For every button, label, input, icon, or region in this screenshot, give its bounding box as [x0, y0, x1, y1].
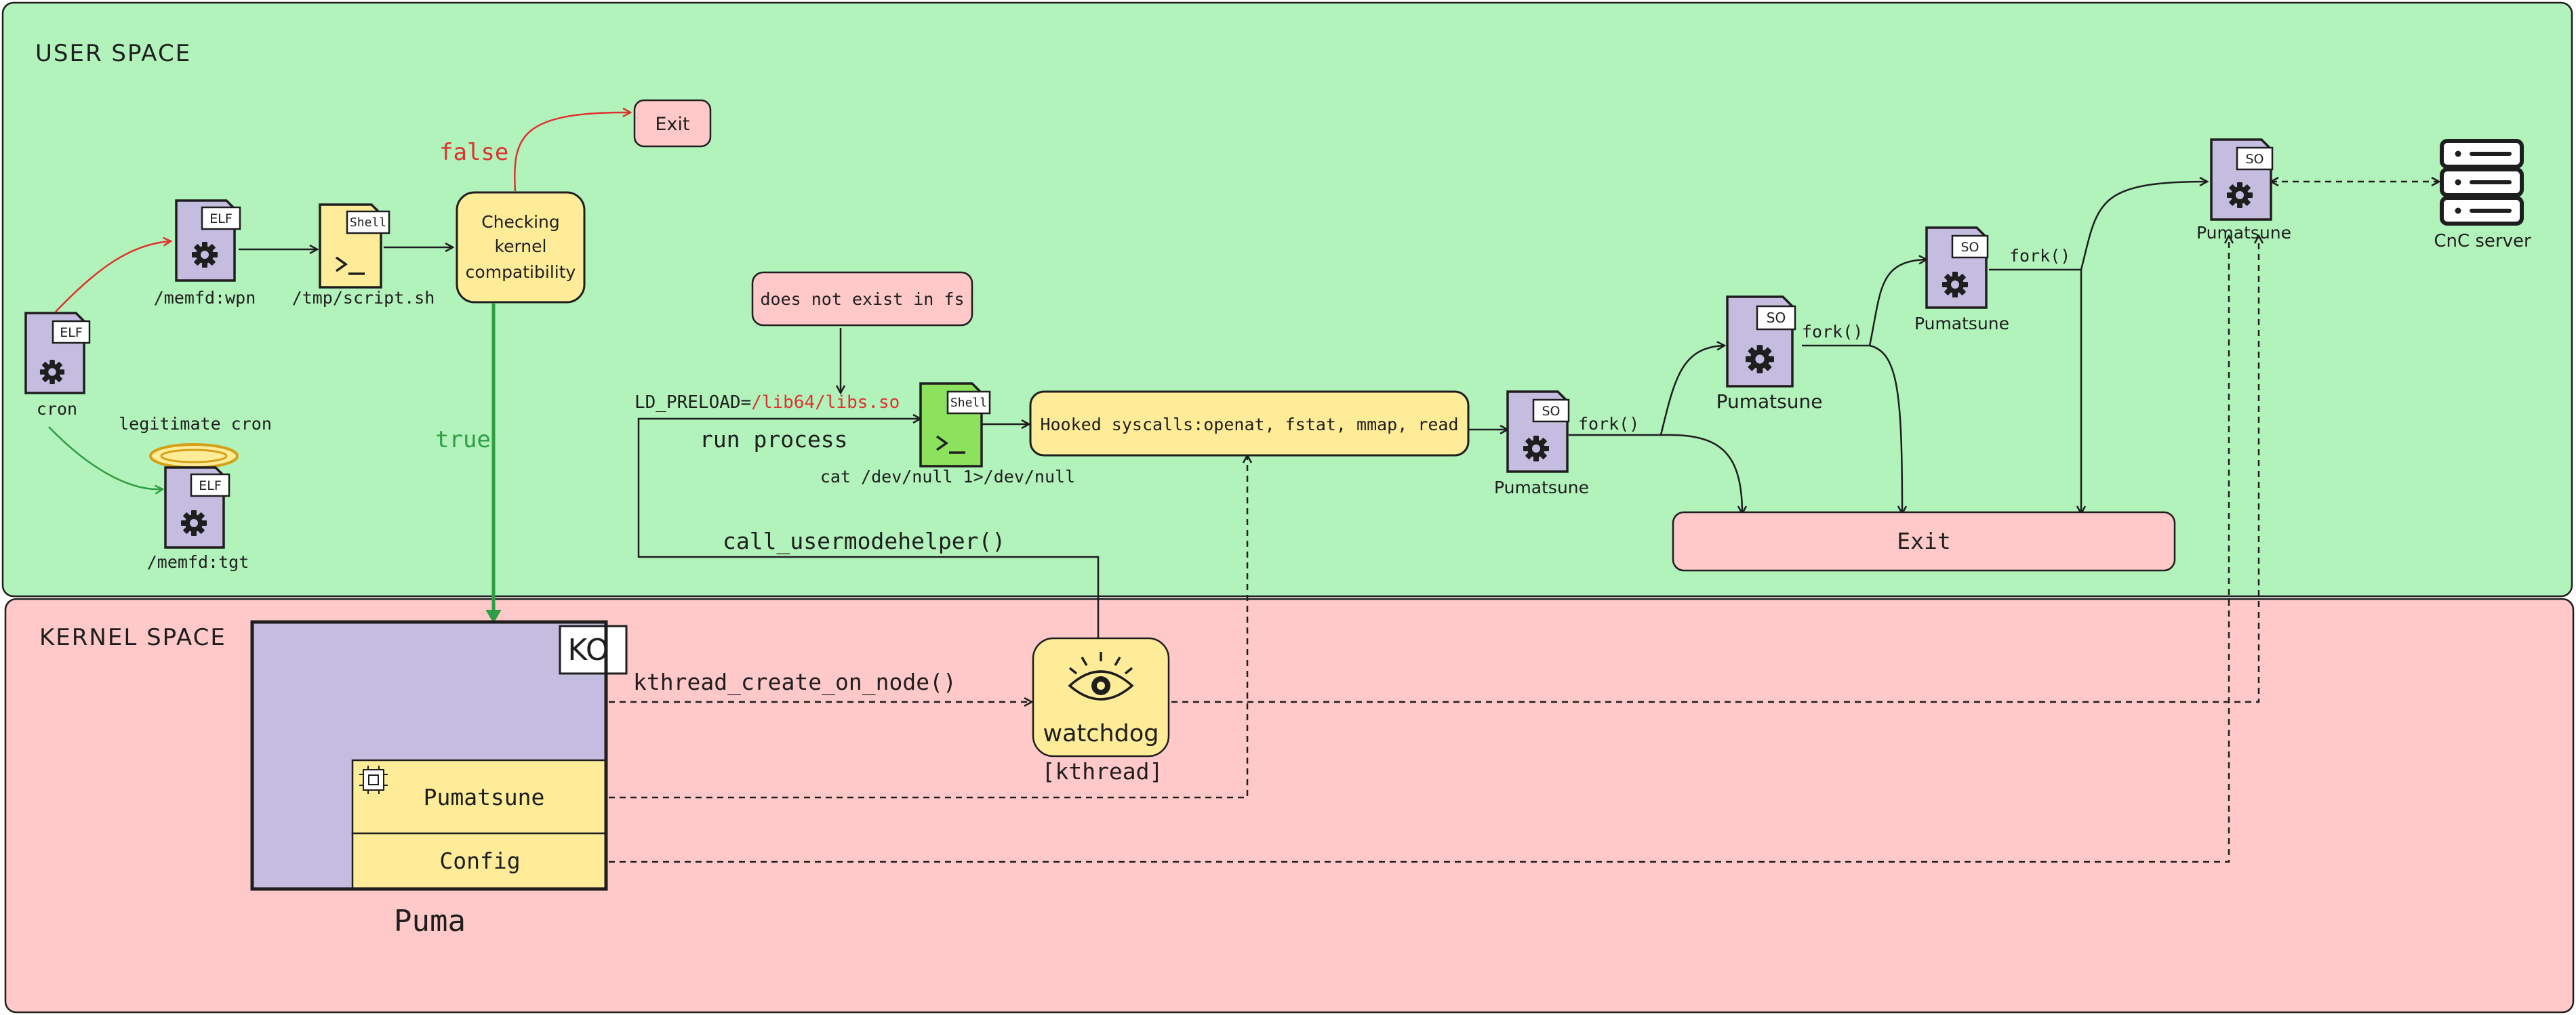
arrow-p2-to-p3: [1802, 260, 1927, 347]
so-tag: [1532, 398, 1570, 423]
script-node: Shell /tmp/script.sh: [292, 203, 435, 308]
puma-config-section: Config: [351, 832, 607, 890]
cat-shell-node: Shell cat /dev/null 1>/dev/null: [820, 382, 1075, 486]
svg-text:Checking: Checking: [481, 212, 560, 232]
eye-icon: [1068, 652, 1134, 701]
ko-badge: [559, 625, 628, 675]
gear-icon: [2227, 182, 2253, 208]
halo-icon: [149, 443, 239, 469]
svg-text:Shell: Shell: [350, 215, 386, 230]
memfd-tgt-node: ELF /memfd:tgt: [147, 466, 249, 572]
not-exist-note: does not exist in fs: [751, 271, 973, 327]
run-process-label: run process: [700, 426, 848, 453]
svg-text:Exit: Exit: [655, 114, 689, 135]
gear-icon: [192, 242, 218, 268]
svg-text:SO: SO: [2245, 152, 2263, 167]
terminal-icon: [935, 435, 965, 454]
ld-preload-label: LD_PRELOAD=/lib64/libs.so: [635, 392, 900, 413]
svg-text:compatibility: compatibility: [466, 262, 576, 282]
gear-icon: [181, 510, 207, 536]
cat-shell-label: cat /dev/null 1>/dev/null: [820, 467, 1075, 486]
shell-tag: [946, 390, 991, 415]
arrow-config-to-p4: [609, 236, 2229, 863]
false-label: false: [439, 139, 508, 166]
arrow-watchdog-to-p4: [1171, 236, 2259, 703]
pumatsune-node-1: SO Pumatsune: [1494, 390, 1589, 497]
arrow-p2-to-exit: [1869, 344, 1902, 514]
hooked-syscalls-node: Hooked syscalls:openat, fstat, mmap, rea…: [1029, 390, 1470, 457]
svg-text:Shell: Shell: [950, 396, 987, 410]
user-space-title: USER SPACE: [35, 40, 191, 67]
gear-icon: [1523, 436, 1549, 461]
svg-text:ELF: ELF: [60, 325, 83, 340]
memfd-wpn-node: ELF /memfd:wpn: [154, 199, 256, 308]
pumatsune-3-label: Pumatsune: [1914, 314, 2009, 333]
svg-text:SO: SO: [1767, 310, 1786, 326]
fork-label-1: fork(): [1578, 414, 1639, 434]
arrow-p1-to-p2: [1569, 346, 1725, 436]
exit-top-node: Exit: [633, 99, 712, 148]
svg-text:Hooked syscalls:openat, fstat,: Hooked syscalls:openat, fstat, mmap, rea…: [1040, 415, 1458, 434]
pumatsune-2-label: Pumatsune: [1716, 390, 1823, 413]
svg-text:does not exist in fs: does not exist in fs: [760, 289, 964, 309]
chip-icon: [359, 766, 388, 794]
cnc-server-node: CnC server: [2434, 139, 2531, 251]
so-tag: [2236, 146, 2274, 171]
kthread-create-label: kthread_create_on_node(): [633, 669, 957, 696]
arrow-watchdog-to-cat: [637, 419, 1100, 638]
exit-big-node: Exit: [1672, 511, 2176, 572]
svg-text:Exit: Exit: [1897, 528, 1950, 554]
cron-label: cron: [37, 399, 77, 419]
server-icon: [2440, 139, 2524, 226]
gear-icon: [1942, 272, 1968, 297]
memfd-wpn-label: /memfd:wpn: [154, 288, 256, 308]
cron-node: ELF cron: [24, 312, 91, 419]
svg-text:kernel: kernel: [495, 236, 547, 256]
svg-text:ELF: ELF: [209, 211, 233, 226]
elf-tag: [201, 206, 241, 230]
fork-label-3: fork(): [2009, 246, 2070, 266]
pumatsune-1-label: Pumatsune: [1494, 478, 1589, 497]
arrow-p1-to-exit: [1660, 434, 1742, 514]
cnc-server-label: CnC server: [2434, 231, 2531, 251]
arrow-cron-to-wpn: [55, 241, 171, 312]
true-label: true: [435, 426, 491, 453]
arrow-cron-to-tgt: [48, 426, 163, 489]
memfd-tgt-label: /memfd:tgt: [147, 552, 249, 572]
pumatsune-node-2: SO Pumatsune: [1716, 295, 1823, 413]
watchdog-label: watchdog: [1043, 720, 1159, 747]
pumatsune-node-3: SO Pumatsune: [1914, 226, 2009, 333]
svg-text:Config: Config: [439, 848, 520, 874]
fork-label-2: fork(): [1802, 322, 1863, 341]
watchdog-sub-label: [kthread]: [1042, 758, 1163, 785]
arrow-p3-to-p4: [1989, 182, 2207, 271]
svg-text:ELF: ELF: [199, 478, 222, 493]
user-space-region: USER SPACE: [1, 1, 2573, 598]
checking-kernel-node: Checking kernel compatibility: [456, 191, 586, 304]
terminal-icon: [335, 256, 365, 275]
puma-module: KO Pumatsune Config Puma: [250, 620, 628, 938]
puma-label: Puma: [394, 904, 466, 938]
pumatsune-4-label: Pumatsune: [2196, 223, 2291, 243]
elf-tag: [52, 320, 91, 344]
gear-icon: [1746, 345, 1774, 373]
watchdog-node: watchdog [kthread]: [1032, 637, 1170, 785]
so-tag: [1756, 305, 1796, 331]
svg-text:SO: SO: [1960, 240, 1979, 255]
call-usermodehelper-label: call_usermodehelper(): [723, 528, 1005, 555]
shell-tag: [346, 210, 390, 234]
legitimate-cron-label: legitimate cron: [119, 414, 272, 434]
kernel-space-title: KERNEL SPACE: [39, 624, 226, 651]
script-label: /tmp/script.sh: [292, 288, 435, 308]
svg-text:KO: KO: [567, 633, 609, 667]
arrow-checking-to-exit: [514, 112, 630, 192]
svg-text:SO: SO: [1542, 404, 1560, 419]
svg-text:Pumatsune: Pumatsune: [424, 784, 545, 810]
puma-pumatsune-section: Pumatsune: [351, 759, 607, 835]
gear-icon: [39, 359, 65, 385]
pumatsune-node-4: SO Pumatsune: [2196, 138, 2291, 243]
elf-tag: [190, 473, 230, 497]
so-tag: [1951, 234, 1989, 259]
